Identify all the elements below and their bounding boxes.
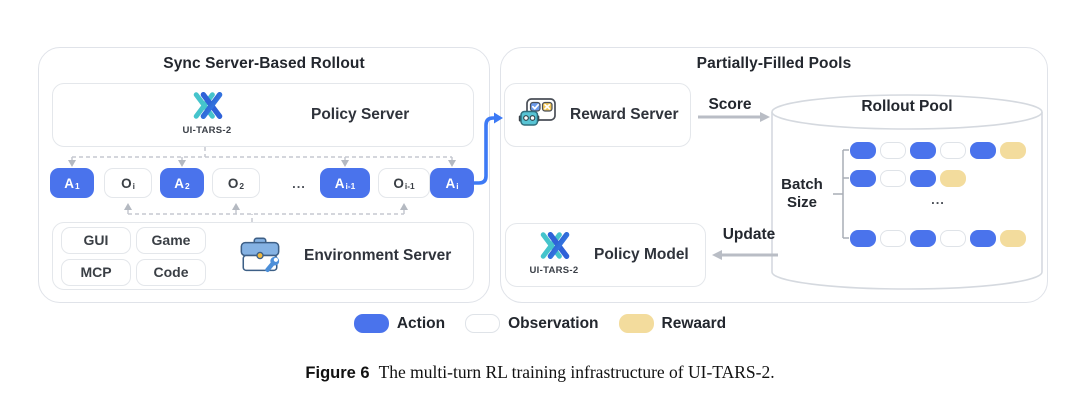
rollout-pool-title: Rollout Pool [861,98,953,115]
action-pill [970,142,996,159]
action-pill [850,230,876,247]
sequence-ellipsis: ... [292,175,306,191]
action-pill [910,170,936,187]
observation-pill [880,230,906,247]
legend-item-reward: Rewaard [618,314,727,333]
env-module-gui: GUI [61,226,131,254]
legend-item-observation: Observation [465,314,599,333]
observation-pill [880,142,906,159]
action-pill [910,142,936,159]
reward-server-label: Reward Server [570,106,679,123]
pool-row-2 [850,170,966,187]
legend-label: Action [396,314,446,332]
policy-server-box: UI-TARS-2 Policy Server [52,83,474,147]
environment-server-label: Environment Server [304,247,452,264]
toolbox-icon [240,237,280,273]
legend: Action Observation Rewaard [0,314,1080,333]
ui-tars-logo-text: UI-TARS-2 [529,265,579,276]
policy-server-label: Policy Server [311,106,410,123]
pool-ellipsis: ... [931,192,945,207]
action-pill [850,142,876,159]
env-module-game: Game [136,226,206,254]
env-module-mcp: MCP [61,258,131,286]
env-module-code: Code [136,258,206,286]
reward-swatch [618,314,654,333]
reward-pill [1000,230,1026,247]
legend-label: Observation [508,314,599,332]
policy-model-box: UI-TARS-2 Policy Model [505,223,706,287]
update-label: Update [722,226,776,243]
caption-prefix: Figure 6 [305,364,370,382]
pool-row-3 [850,230,1026,247]
figure-caption: Figure 6 The multi-turn RL training infra… [0,362,1080,383]
reward-pill [1000,142,1026,159]
caption-text: The multi-turn RL training infrastructur… [378,362,775,382]
observation-pill [940,230,966,247]
batch-size-label: Batch Size [781,176,823,211]
policy-model-label: Policy Model [594,246,689,263]
observation-pill [880,170,906,187]
sync-rollout-title: Sync Server-Based Rollout [163,55,365,72]
legend-item-action: Action [353,314,446,333]
legend-label: Rewaard [661,314,727,332]
action-pill [910,230,936,247]
reward-server-box: Reward Server [504,83,691,147]
observation-pill [940,142,966,159]
score-label: Score [708,96,752,113]
reward-robot-icon [518,98,556,126]
observation-swatch [465,314,501,333]
ui-tars-x-icon [193,92,223,119]
ui-tars-logo-text: UI-TARS-2 [182,125,232,136]
ui-tars-logo-group: UI-TARS-2 [520,232,588,276]
action-pill [850,170,876,187]
ui-tars-logo-group: UI-TARS-2 [169,92,245,136]
ui-tars-x-icon [540,232,570,259]
pools-title: Partially-Filled Pools [696,55,852,72]
reward-pill [940,170,966,187]
pool-row-1 [850,142,1026,159]
action-swatch [353,314,389,333]
action-pill [970,230,996,247]
